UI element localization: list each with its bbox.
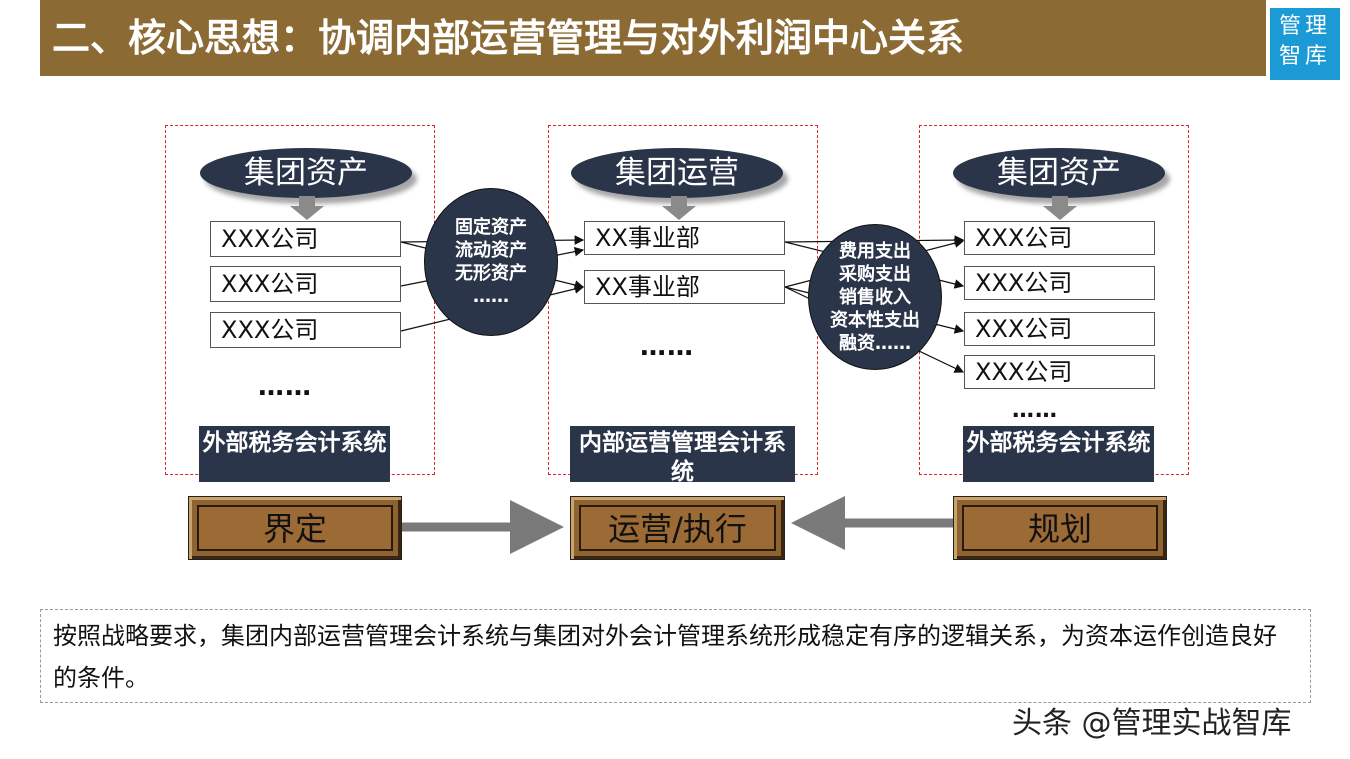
right-down-arrow-icon [1043, 196, 1077, 220]
left-flow-bubble: 固定资产 流动资产 无形资产 …… [424, 188, 558, 336]
right-oval: 集团资产 [953, 148, 1165, 198]
summary-note: 按照战略要求，集团内部运营管理会计系统与集团对外会计管理系统形成稳定有序的逻辑关… [40, 609, 1311, 703]
right-ellipsis: …… [1012, 398, 1058, 423]
middle-system-box: 内部运营管理会计系统 [570, 426, 795, 482]
bubble-item: 固定资产 [455, 217, 527, 238]
plan-label: 规划 [962, 505, 1158, 551]
logo: 管理 智库 [1270, 8, 1340, 80]
middle-down-arrow-icon [662, 196, 696, 220]
operate-plaque: 运营/执行 [570, 496, 785, 560]
right-flow-bubble: 费用支出 采购支出 销售收入 资本性支出 融资…… [808, 224, 942, 370]
middle-ellipsis: …… [640, 332, 694, 362]
right-company-box: XXX公司 [964, 266, 1155, 300]
define-label: 界定 [197, 505, 393, 551]
middle-oval: 集团运营 [571, 148, 783, 198]
bubble-item: 费用支出 [839, 240, 911, 262]
left-oval: 集团资产 [200, 148, 412, 198]
bubble-item: 采购支出 [839, 263, 911, 285]
left-down-arrow-icon [290, 196, 324, 220]
left-system-box: 外部税务会计系统 [199, 426, 390, 482]
left-company-box: XXX公司 [210, 266, 401, 302]
operate-label: 运营/执行 [579, 505, 776, 551]
logo-line-2: 智库 [1278, 44, 1331, 69]
bubble-item: 融资…… [839, 332, 911, 354]
bubble-item: …… [473, 286, 509, 307]
define-plaque: 界定 [188, 496, 402, 560]
left-ellipsis: …… [258, 372, 312, 402]
bubble-item: 资本性支出 [830, 309, 920, 331]
watermark: 头条 @管理实战智库 [1012, 706, 1292, 741]
bubble-item: 销售收入 [839, 286, 911, 308]
right-company-box: XXX公司 [964, 312, 1155, 346]
bubble-item: 流动资产 [455, 240, 527, 261]
right-system-box: 外部税务会计系统 [963, 426, 1154, 482]
middle-division-box: XX事业部 [584, 221, 785, 255]
title-bar [40, 0, 1266, 76]
plan-plaque: 规划 [953, 496, 1167, 560]
logo-line-1: 管理 [1278, 14, 1331, 39]
left-company-box: XXX公司 [210, 221, 401, 257]
bubble-item: 无形资产 [455, 263, 527, 284]
right-company-box: XXX公司 [964, 355, 1155, 389]
middle-division-box: XX事业部 [584, 270, 785, 304]
page-title: 二、核心思想：协调内部运营管理与对外利润中心关系 [52, 16, 965, 60]
right-company-box: XXX公司 [964, 221, 1155, 255]
left-company-box: XXX公司 [210, 312, 401, 348]
